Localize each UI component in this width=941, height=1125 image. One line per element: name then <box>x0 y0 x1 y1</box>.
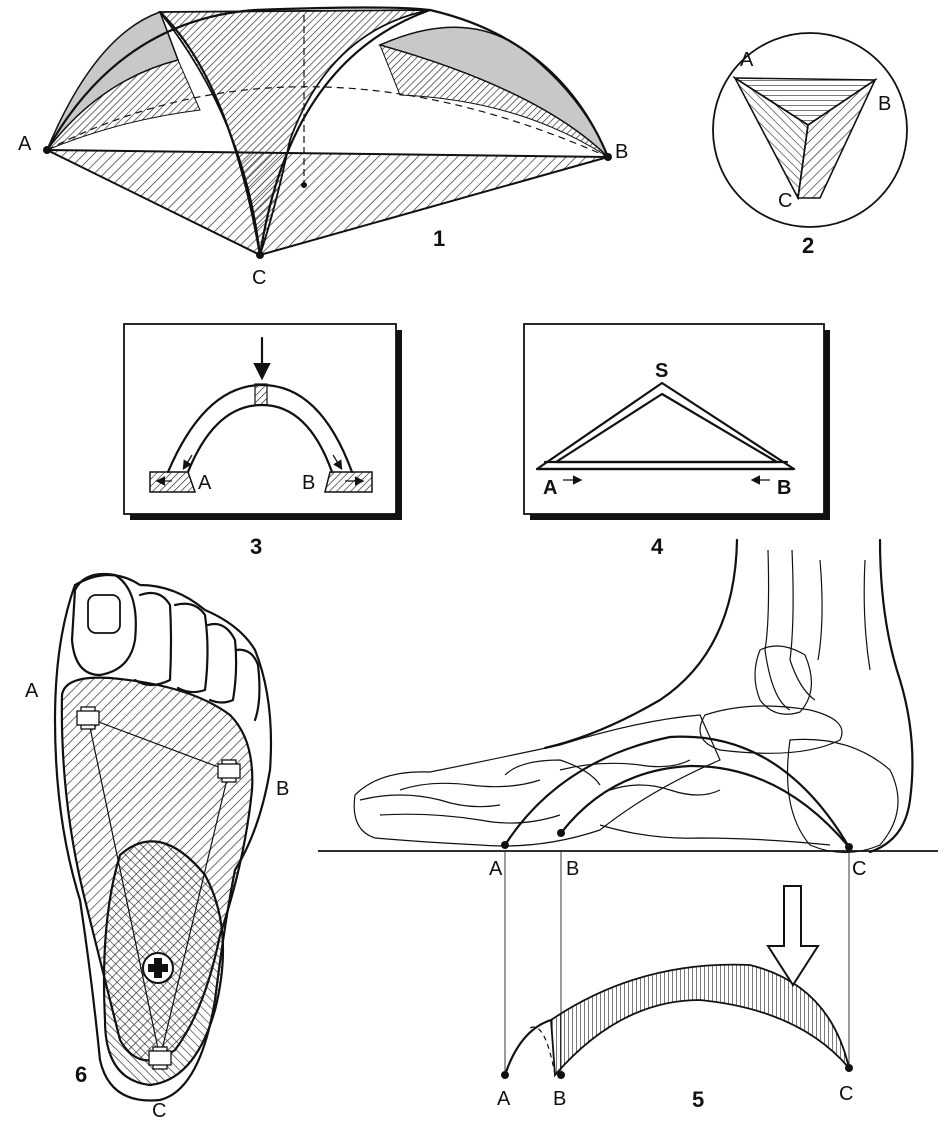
figure-4-truss: S A B 4 <box>524 324 830 559</box>
fig5-number: 5 <box>692 1087 704 1112</box>
figure-2-pyramid-top-view: A B C 2 <box>713 33 907 258</box>
fig2-label-a: A <box>740 49 754 71</box>
point-b <box>604 153 612 161</box>
fig5-label-b: B <box>566 858 579 880</box>
fig3-label-a: A <box>198 472 212 494</box>
fig6-number: 6 <box>75 1062 87 1087</box>
fig1-label-c: C <box>252 267 266 289</box>
fig2-number: 2 <box>802 233 814 258</box>
fig4-label-b: B <box>777 477 791 499</box>
figure-1-vault: A B C 1 <box>18 8 628 290</box>
fig6-label-c: C <box>152 1100 166 1122</box>
fig4-number: 4 <box>651 534 664 559</box>
fig5-label-c: C <box>852 858 866 880</box>
fig4-label-s: S <box>655 360 668 382</box>
down-arrow-icon <box>768 886 818 985</box>
fig6-label-b: B <box>276 778 289 800</box>
fig4-label-a: A <box>543 477 557 499</box>
figure-3-arch-thrust: A B 3 <box>124 324 402 559</box>
figure-6-foot-sole: A B C 6 <box>25 574 289 1122</box>
fig3-abutment-left <box>150 472 195 492</box>
fig3-label-b: B <box>302 472 315 494</box>
fig5-label-b-projected: B <box>553 1088 566 1110</box>
fig6-label-a: A <box>25 680 39 702</box>
point-c <box>256 251 264 259</box>
center-of-gravity-icon <box>143 953 173 983</box>
fig3-number: 3 <box>250 534 262 559</box>
vault-base-triangle <box>47 150 608 255</box>
fig5-label-c-projected: C <box>839 1083 853 1105</box>
fig2-label-c: C <box>778 190 792 212</box>
fig1-label-a: A <box>18 133 32 155</box>
fig3-abutment-right <box>325 472 372 492</box>
fig5-label-a: A <box>489 858 503 880</box>
fig1-number: 1 <box>433 226 445 251</box>
fig1-label-b: B <box>615 141 628 163</box>
fig2-label-b: B <box>878 93 891 115</box>
projected-arch-shadow <box>551 965 849 1075</box>
fig5-label-a-projected: A <box>497 1088 511 1110</box>
point-a <box>43 146 51 154</box>
arch-bc <box>561 766 849 847</box>
figure-5-foot-side-view: A B C A B C 5 <box>318 540 938 1112</box>
